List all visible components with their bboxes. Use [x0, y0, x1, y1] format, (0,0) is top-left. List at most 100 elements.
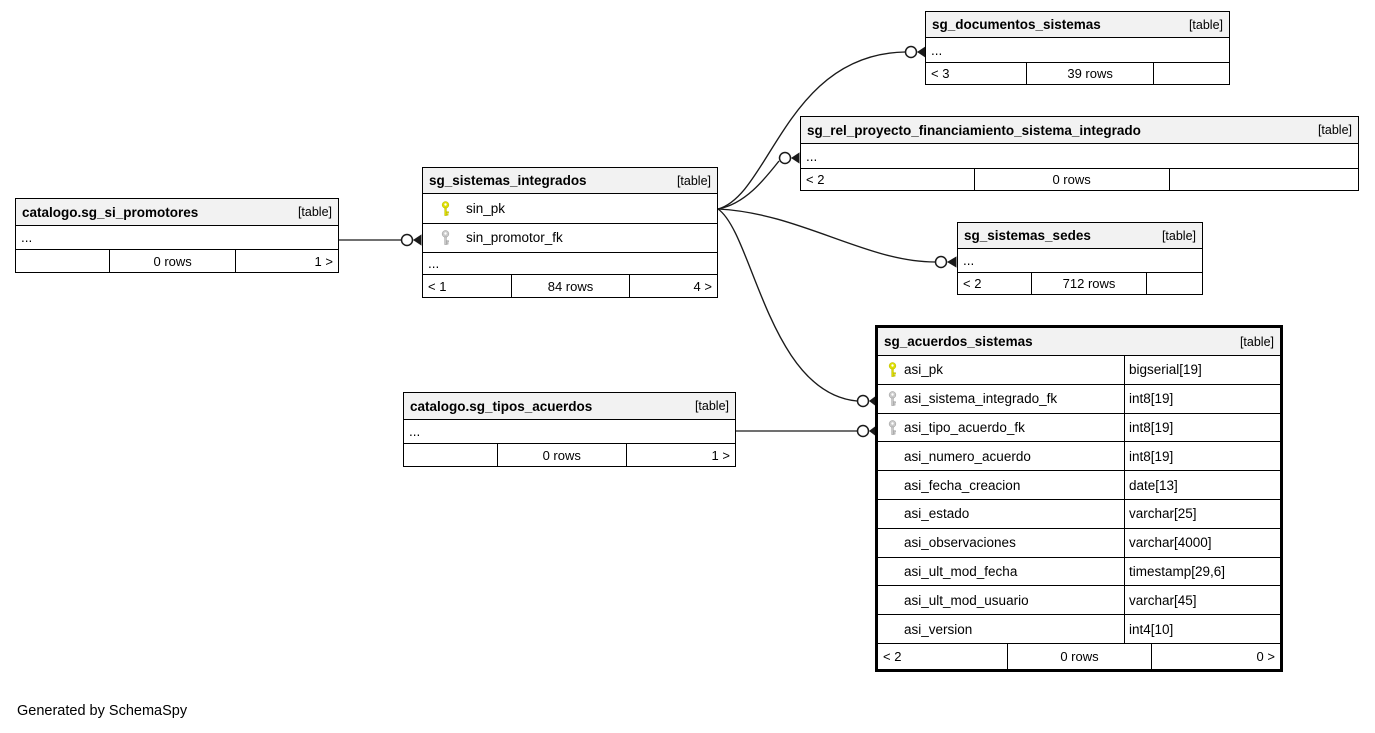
table-type-badge: [table] [1188, 17, 1223, 32]
footer-row: < 1 84 rows 4 > [423, 274, 717, 297]
footer-row-count: 712 rows [1031, 273, 1146, 294]
column-name: asi_fecha_creacion [904, 477, 1021, 493]
connector-integrados-sedes [717, 208, 957, 269]
connector-tipos-acuerdos [736, 424, 877, 438]
table-name[interactable]: catalogo.sg_tipos_acuerdos [410, 398, 593, 414]
footer-row: < 3 39 rows [926, 62, 1229, 84]
column-row: sin_promotor_fk [423, 224, 717, 253]
generated-by-note: Generated by SchemaSpy [17, 703, 188, 719]
ellipsis-row: ... [428, 256, 440, 271]
footer-parent-count [1153, 63, 1229, 84]
table-sg-sistemas-integrados: sg_sistemas_integrados [table] sin_pk si… [422, 167, 718, 298]
column-name: asi_numero_acuerdo [904, 448, 1031, 464]
column-row: sin_pk [423, 194, 717, 224]
table-type-badge: [table] [1239, 334, 1274, 349]
column-name: asi_pk [904, 362, 944, 378]
table-header: sg_sistemas_sedes [table] [958, 223, 1202, 249]
table-catalogo-sg-si-promotores: catalogo.sg_si_promotores [table] ... 0 … [15, 198, 339, 273]
footer-row-count: 0 rows [1006, 643, 1152, 669]
column-type: varchar[25] [1124, 499, 1280, 528]
column-row: asi_tipo_acuerdo_fk int8[19] [878, 413, 1280, 443]
footer-child-count: < 2 [806, 172, 825, 187]
table-type-badge: [table] [676, 173, 711, 188]
footer-row-count: 0 rows [496, 444, 626, 466]
column-row: asi_numero_acuerdo int8[19] [878, 442, 1280, 472]
footer-parent-count [1145, 273, 1202, 294]
table-header: sg_rel_proyecto_financiamiento_sistema_i… [801, 117, 1358, 144]
footer-row: 0 rows 1 > [404, 443, 735, 466]
footer-row-count: 0 rows [973, 169, 1169, 190]
table-name[interactable]: sg_documentos_sistemas [932, 17, 1101, 32]
footer-child-count: < 2 [883, 648, 902, 664]
connector-integrados-documentos [717, 45, 926, 210]
footer-child-count [404, 444, 497, 466]
table-name[interactable]: sg_sistemas_integrados [429, 173, 587, 188]
column-row: asi_ult_mod_usuario varchar[45] [878, 586, 1280, 616]
column-type: int8[19] [1124, 413, 1280, 442]
footer-row: < 2 0 rows 0 > [878, 642, 1280, 669]
column-name: asi_observaciones [904, 535, 1016, 551]
column-name: asi_ult_mod_fecha [904, 563, 1018, 579]
table-name[interactable]: sg_acuerdos_sistemas [884, 334, 1033, 349]
column-type: int8[19] [1124, 442, 1280, 471]
table-name[interactable]: sg_rel_proyecto_financiamiento_sistema_i… [807, 122, 1141, 138]
column-name: asi_ult_mod_usuario [904, 592, 1029, 608]
table-catalogo-sg-tipos-acuerdos: catalogo.sg_tipos_acuerdos [table] ... 0… [403, 392, 736, 467]
footer-row: < 2 712 rows [958, 272, 1202, 294]
column-type: date[13] [1124, 471, 1280, 499]
table-sg-documentos-sistemas: sg_documentos_sistemas [table] ... < 3 3… [925, 11, 1230, 85]
ellipsis-row: ... [409, 424, 421, 439]
table-header: sg_acuerdos_sistemas [table] [878, 328, 1280, 356]
column-type: int4[10] [1124, 615, 1280, 643]
table-header: sg_documentos_sistemas [table] [926, 12, 1229, 38]
footer-row-count: 39 rows [1025, 63, 1153, 84]
ellipsis-row: ... [963, 253, 975, 268]
column-row: asi_ult_mod_fecha timestamp[29,6] [878, 557, 1280, 587]
column-name: asi_sistema_integrado_fk [904, 391, 1058, 407]
column-type: varchar[45] [1124, 586, 1280, 615]
column-row: asi_sistema_integrado_fk int8[19] [878, 384, 1280, 414]
footer-child-count: < 1 [428, 278, 447, 294]
connector-promotores-integrados [339, 233, 422, 247]
column-name: asi_version [904, 621, 973, 637]
column-name: asi_estado [904, 506, 970, 522]
table-sg-acuerdos-sistemas: sg_acuerdos_sistemas [table] asi_pk bigs… [875, 325, 1283, 672]
table-name[interactable]: catalogo.sg_si_promotores [22, 204, 199, 220]
table-sg-rel-proyecto-financiamiento-sistema-integrado: sg_rel_proyecto_financiamiento_sistema_i… [800, 116, 1359, 191]
footer-child-count [16, 250, 109, 272]
table-header: catalogo.sg_si_promotores [table] [16, 199, 338, 226]
primary-key-icon [440, 201, 451, 216]
table-type-badge: [table] [1161, 228, 1196, 243]
primary-key-icon [887, 362, 898, 378]
table-header: catalogo.sg_tipos_acuerdos [table] [404, 393, 735, 420]
column-type: varchar[4000] [1124, 528, 1280, 557]
ellipsis-row: ... [931, 42, 943, 58]
table-type-badge: [table] [1317, 123, 1352, 137]
footer-parent-count: 1 > [625, 444, 735, 466]
column-type: bigserial[19] [1124, 356, 1280, 384]
connector-integrados-rel-proyecto [717, 151, 800, 210]
footer-child-count: < 2 [963, 276, 982, 291]
column-name: sin_promotor_fk [466, 230, 563, 246]
ellipsis-row: ... [21, 230, 33, 245]
column-row: asi_version int4[10] [878, 615, 1280, 643]
footer-parent-count: 0 > [1151, 643, 1280, 669]
table-sg-sistemas-sedes: sg_sistemas_sedes [table] ... < 2 712 ro… [957, 222, 1203, 295]
footer-parent-count: 1 > [234, 250, 338, 272]
column-name: sin_pk [466, 200, 506, 216]
column-type: int8[19] [1124, 384, 1280, 413]
column-row: asi_fecha_creacion date[13] [878, 471, 1280, 500]
footer-row-count: 0 rows [109, 250, 235, 272]
foreign-key-icon [887, 420, 898, 435]
footer-row: < 2 0 rows [801, 168, 1358, 190]
column-row: asi_observaciones varchar[4000] [878, 528, 1280, 558]
table-name[interactable]: sg_sistemas_sedes [964, 228, 1091, 243]
column-row: asi_pk bigserial[19] [878, 356, 1280, 385]
foreign-key-icon [440, 230, 451, 246]
column-type: timestamp[29,6] [1124, 557, 1280, 586]
table-header: sg_sistemas_integrados [table] [423, 168, 717, 194]
footer-parent-count: 4 > [628, 275, 717, 297]
foreign-key-icon [887, 391, 898, 407]
